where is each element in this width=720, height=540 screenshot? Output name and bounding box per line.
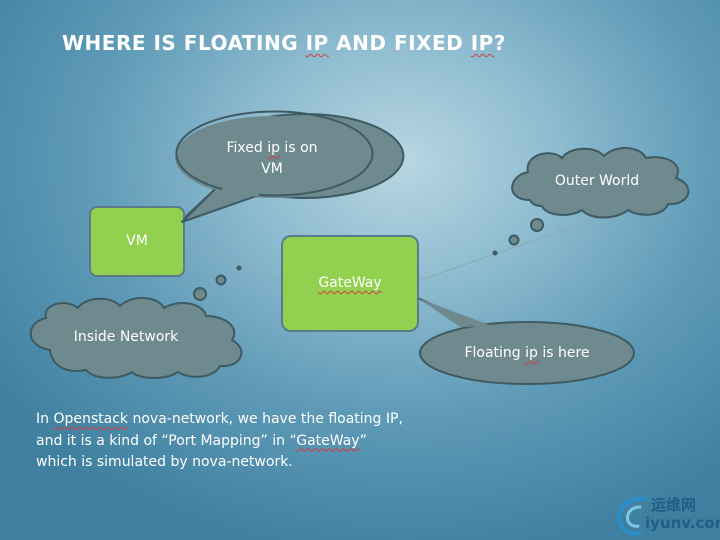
node-vm-label: VM (126, 233, 148, 249)
slide-title: WHERE IS FLOATING IP AND FIXED IP? (62, 31, 506, 55)
connector-gateway-outer (417, 214, 607, 282)
callout-floating-ip-tail (418, 298, 492, 327)
callout-fixed-ip-line-1: Fixed ip is on (226, 140, 318, 156)
thought-dot-inside-2 (215, 274, 227, 286)
watermark-cn-text: 运维网 (651, 496, 697, 514)
thought-dot-outer-3 (492, 250, 498, 256)
description-line-3: which is simulated by nova-network. (36, 454, 293, 470)
description-line-1: In Openstack nova-network, we have the f… (36, 411, 403, 427)
callout-floating-ip-text: Floating ip is here (464, 345, 590, 361)
connector-vm-gateway (181, 239, 285, 284)
callout-fixed-ip-text: Fixed ip is on VM (202, 138, 342, 180)
node-vm-box (89, 206, 185, 277)
thought-dot-outer-2 (508, 234, 520, 246)
node-gateway-box (281, 235, 419, 332)
thought-dot-outer-1 (530, 218, 544, 232)
thought-dot-inside-3 (236, 265, 242, 271)
description-line-2: and it is a kind of “Port Mapping” in “G… (36, 432, 367, 449)
watermark-en-text: iyunv.com (645, 514, 720, 532)
cloud-inside-network-label: Inside Network (73, 329, 179, 345)
description-paragraph: In Openstack nova-network, we have the f… (36, 409, 476, 474)
node-gateway-label: GateWay (318, 275, 382, 291)
watermark-swirl-icon (617, 496, 646, 536)
cloud-inside-network (29, 297, 243, 379)
thought-dot-inside-1 (193, 287, 207, 301)
callout-floating-ip-body (419, 321, 635, 385)
watermark-logo: 运维网 iyunv.com (614, 493, 720, 537)
cloud-outer-world-label: Outer World (554, 173, 640, 189)
callout-fixed-ip-line-2: VM (261, 161, 283, 177)
cloud-outer-world (511, 147, 690, 219)
